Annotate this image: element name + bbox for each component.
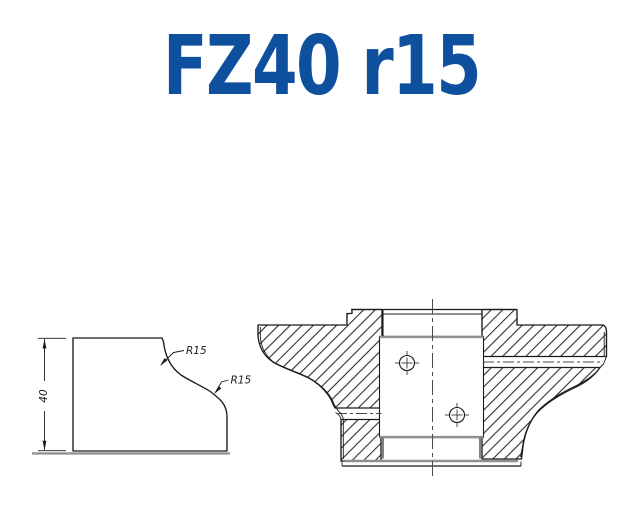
profile-drawing: 40 R15 R15 bbox=[32, 337, 252, 455]
height-dimension-label: 40 bbox=[38, 389, 50, 403]
baseline-shadow bbox=[32, 452, 230, 455]
leader-r15-bottom: R15 bbox=[214, 375, 252, 394]
leader-r15-top: R15 bbox=[160, 345, 207, 366]
knife-profile-block bbox=[72, 337, 228, 452]
knife-slot-right bbox=[483, 356, 607, 368]
screw-hole-bottom bbox=[445, 403, 469, 427]
screw-hole-top bbox=[395, 351, 419, 375]
clamping-block bbox=[378, 335, 485, 439]
section-drawing bbox=[257, 299, 608, 478]
dimension-40: 40 bbox=[37, 337, 66, 452]
knife-slot-left bbox=[335, 412, 382, 421]
lower-bore-opening bbox=[341, 438, 522, 467]
radius-label-bottom: R15 bbox=[231, 375, 252, 387]
carbide-edge-lines bbox=[259, 327, 605, 459]
radius-label-top: R15 bbox=[186, 345, 207, 357]
cutter-body bbox=[257, 308, 608, 462]
product-title: FZ40 r15 bbox=[162, 19, 482, 114]
